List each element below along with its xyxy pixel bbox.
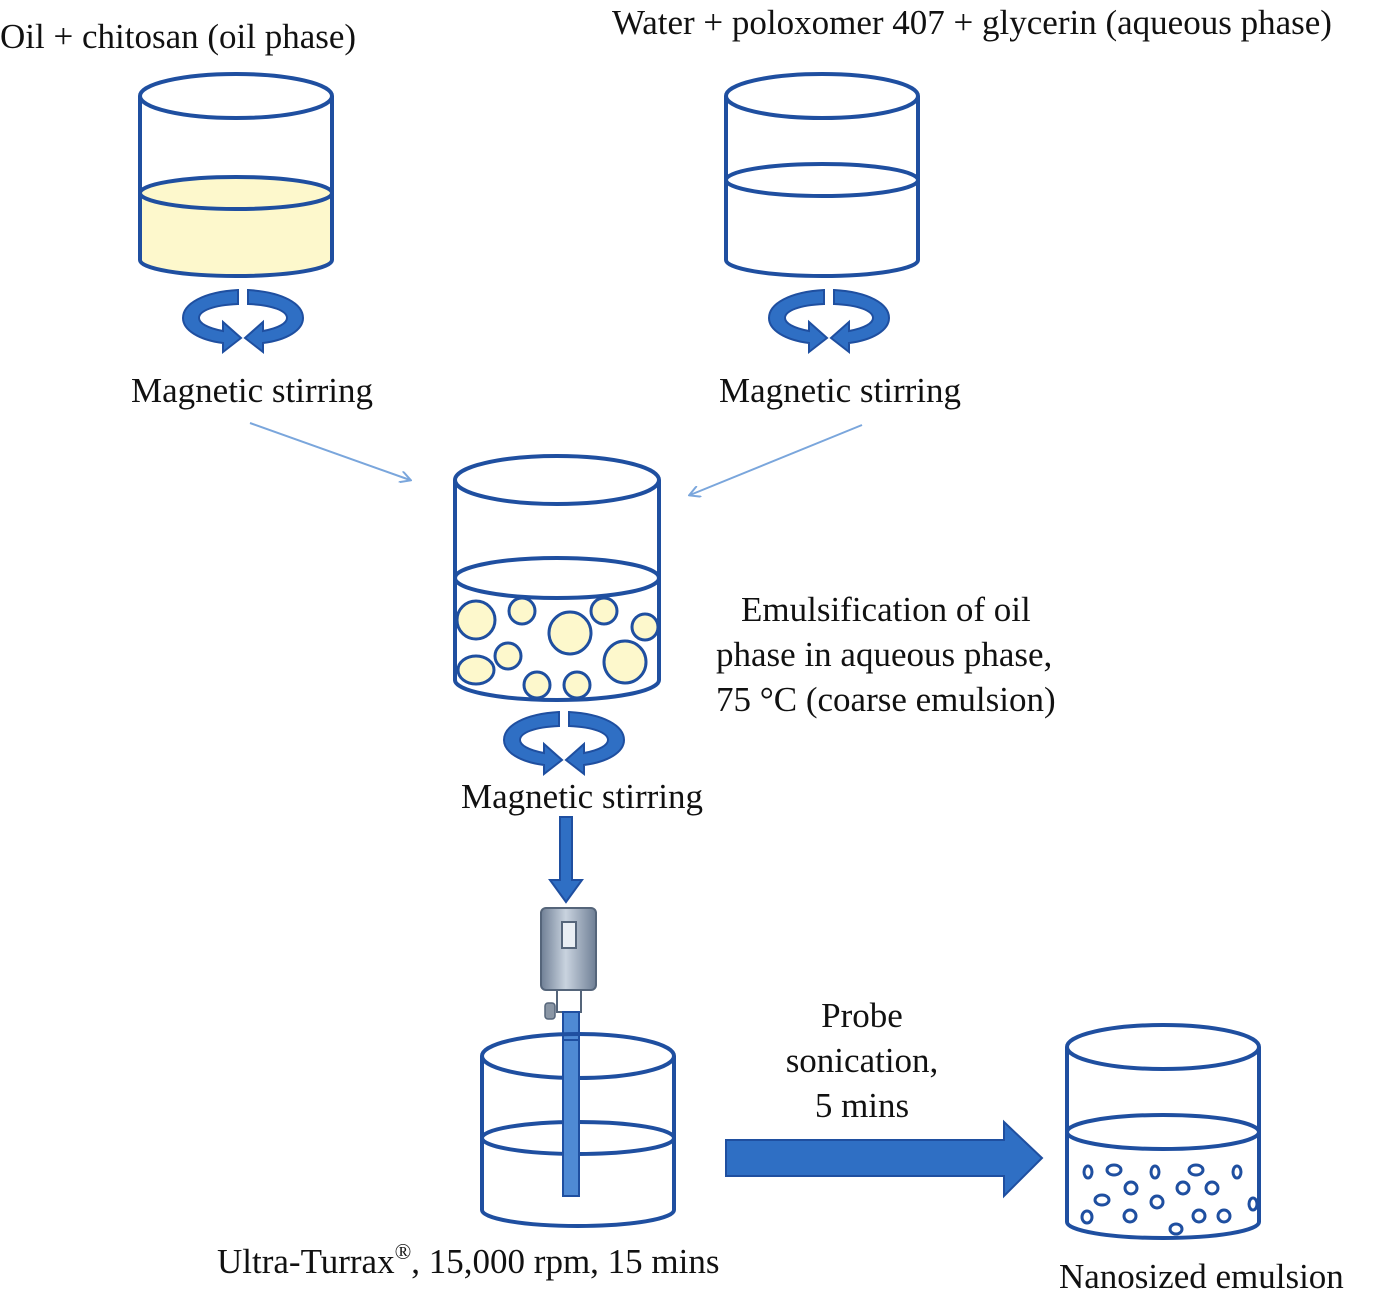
oil-phase-label: Oil + chitosan (oil phase) (0, 17, 356, 56)
down-arrow-icon (548, 816, 584, 904)
magnetic-stirring-label-2: Magnetic stirring (719, 371, 961, 410)
arrow-icon (249, 422, 410, 480)
oil-droplets (455, 596, 660, 700)
homogenizer-shaft (562, 1039, 580, 1197)
emulsification-line-1: Emulsification of oil (741, 590, 1031, 629)
coarse-emulsion-beaker-icon (453, 454, 661, 702)
magnetic-stirring-label-3: Magnetic stirring (461, 777, 703, 816)
nano-droplets (1080, 1163, 1259, 1236)
probe-sonication-line-3: 5 mins (815, 1086, 909, 1125)
ultra-turrax-label: Ultra-Turrax®, 15,000 rpm, 15 mins (217, 1239, 720, 1281)
stir-rotation-icon (503, 711, 625, 775)
aqueous-phase-beaker-icon (724, 72, 920, 278)
nanosized-emulsion-beaker-icon (1065, 1023, 1261, 1240)
probe-sonication-line-2: sonication, (786, 1041, 939, 1080)
aqueous-phase-label: Water + poloxomer 407 + glycerin (aqueou… (612, 3, 1332, 42)
arrow-icon (690, 424, 863, 495)
stir-rotation-icon (768, 289, 890, 353)
magnetic-stirring-label-1: Magnetic stirring (131, 371, 373, 410)
oil-phase-beaker-icon (138, 72, 334, 278)
emulsification-line-3: 75 °C (coarse emulsion) (716, 680, 1056, 719)
nanosized-emulsion-label: Nanosized emulsion (1059, 1257, 1344, 1296)
emulsification-line-2: phase in aqueous phase, (716, 635, 1052, 674)
stir-rotation-icon (182, 289, 304, 353)
probe-sonication-line-1: Probe (821, 996, 903, 1035)
right-arrow-icon (725, 1119, 1044, 1199)
